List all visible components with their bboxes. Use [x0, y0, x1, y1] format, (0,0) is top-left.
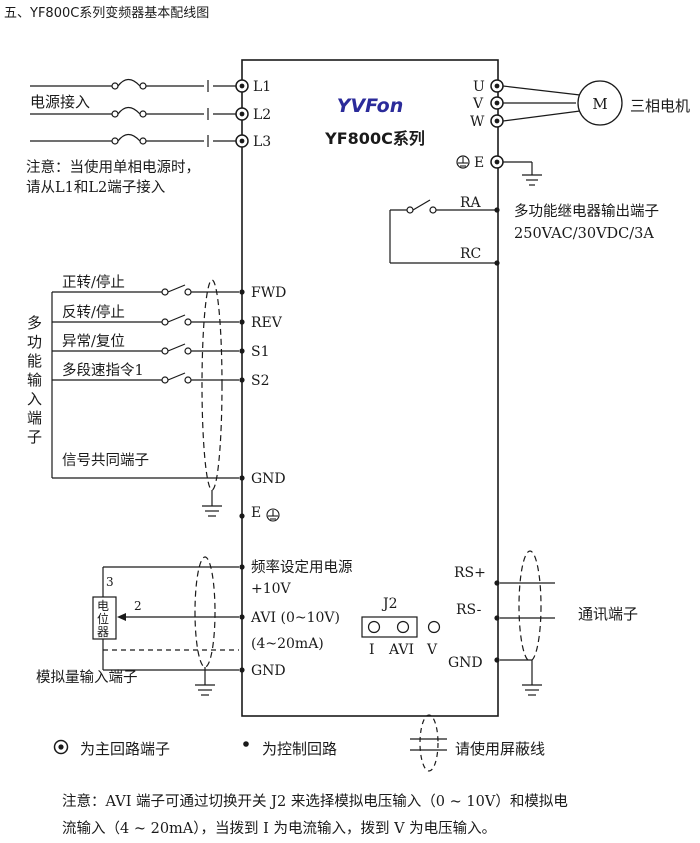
side-label-char-4: 入 — [27, 390, 42, 408]
jumper-pin-i — [367, 620, 381, 634]
jumper-pin-avi — [396, 620, 410, 634]
legend-shielded: 请使用屏蔽线 — [455, 740, 545, 758]
side-label-char-2: 能 — [27, 352, 42, 370]
pot-char-1: 位 — [97, 611, 109, 626]
side-label-char-3: 输 — [27, 371, 42, 389]
pot-pin-3: 3 — [106, 575, 114, 589]
terminal-label-analog-GND: GND — [251, 663, 286, 679]
jumper-label-avi: AVI — [388, 642, 414, 658]
earth-symbol-icon — [266, 508, 280, 522]
main-terminal-L2 — [235, 107, 249, 121]
supply-label-line2: +10V — [251, 581, 292, 597]
comms-terminal-rs-minus — [494, 615, 500, 621]
terminal-label-RS-minus: RS- — [456, 602, 482, 618]
power-input-wiring — [30, 78, 238, 147]
control-terminal-GND — [239, 475, 245, 481]
earth-terminal-top — [456, 155, 542, 186]
side-label-char-1: 功 — [27, 333, 42, 351]
legend-control-circuit: 为控制回路 — [262, 740, 337, 758]
digital-input-label-rev: 反转/停止 — [62, 304, 125, 321]
terminal-label-V: V — [472, 96, 484, 112]
comms-terminal-gnd — [494, 657, 500, 663]
main-terminal-L1 — [235, 79, 249, 93]
analog-input-wiring — [92, 556, 239, 696]
motor-terminal-W — [490, 114, 504, 128]
terminal-label-L3: L3 — [253, 134, 271, 150]
drive-body — [241, 59, 499, 717]
control-terminal-S1 — [239, 348, 245, 354]
side-label-char-0: 多 — [27, 314, 42, 332]
main-terminal-L3 — [235, 134, 249, 148]
terminal-label-L1: L1 — [253, 79, 271, 95]
motor-wiring — [502, 85, 581, 122]
earth-terminal-top-label: E — [474, 155, 484, 171]
terminal-label-RA: RA — [460, 195, 482, 211]
pot-char-0: 电 — [97, 599, 109, 613]
common-terminal-label: 信号共同端子 — [62, 452, 149, 469]
terminal-label-U: U — [473, 79, 485, 95]
power-input-label: 电源接入 — [30, 93, 90, 111]
motor-terminal-V — [490, 96, 504, 110]
motor-label: 三相电机 — [630, 97, 690, 115]
brand-logo: YVFon — [337, 95, 404, 117]
relay-wiring — [389, 199, 496, 264]
motor-symbol — [577, 80, 623, 126]
jumper-label-i: I — [369, 642, 375, 658]
single-phase-note-line1: 注意：当使用单相电源时， — [26, 158, 200, 176]
jumper-label-v: V — [426, 642, 438, 658]
model-name: YF800C系列 — [324, 129, 425, 148]
relay-label-line1: 多功能继电器输出端子 — [514, 203, 659, 220]
footnote-line2: 流输入（4 ~ 20mA），当拨到 I 为电流输入，拨到 V 为电压输入。 — [62, 821, 497, 837]
supply-label-line1: 频率设定用电源 — [251, 559, 353, 576]
relay-terminal-RC — [494, 260, 500, 266]
digital-input-label-s2: 多段速指令1 — [62, 362, 144, 379]
terminal-label-FWD: FWD — [251, 285, 286, 301]
control-terminal-analog-GND — [239, 667, 245, 673]
pot-char-2: 器 — [97, 625, 109, 639]
relay-label-line2: 250VAC/30VDC/3A — [514, 226, 654, 242]
comms-wiring — [500, 550, 555, 696]
digital-input-label-s1: 异常/复位 — [62, 332, 125, 350]
current-range-label: (4~20mA) — [251, 636, 324, 652]
control-terminal-FWD — [239, 289, 245, 295]
terminal-label-comms-GND: GND — [448, 655, 483, 671]
control-terminal-E — [239, 513, 245, 519]
analog-input-label: 模拟量输入端子 — [36, 669, 138, 686]
footnote-line1: 注意：AVI 端子可通过切换开关 J2 来选择模拟电压输入（0 ~ 10V）和模… — [62, 794, 568, 810]
terminal-label-E: E — [251, 505, 261, 521]
control-terminal-S2 — [239, 377, 245, 383]
control-terminal-icon — [243, 741, 249, 747]
jumper-pin-v — [427, 620, 441, 634]
terminal-label-L2: L2 — [253, 107, 271, 123]
terminal-label-S2: S2 — [251, 373, 270, 389]
main-circuit-terminal-icon — [53, 739, 69, 755]
wiper-arrow-icon — [117, 613, 126, 621]
control-terminal-10V — [239, 564, 245, 570]
terminal-label-RS-plus: RS+ — [454, 565, 486, 581]
motor-symbol-letter: M — [592, 95, 607, 113]
jumper-name: J2 — [381, 596, 398, 612]
page-heading: 五、YF800C系列变频器基本配线图 — [4, 6, 210, 21]
terminal-label-RC: RC — [460, 246, 481, 262]
legend-main-circuit: 为主回路端子 — [80, 740, 170, 758]
comms-label: 通讯端子 — [578, 605, 638, 623]
control-terminal-REV — [239, 319, 245, 325]
motor-terminal-U — [490, 79, 504, 93]
digital-input-wiring — [51, 279, 239, 517]
control-terminal-AVI — [239, 614, 245, 620]
terminal-label-W: W — [470, 114, 485, 130]
terminal-label-AVI: AVI (0~10V) — [250, 610, 340, 626]
side-label-char-5: 端 — [27, 409, 42, 427]
digital-input-label-fwd: 正转/停止 — [62, 274, 125, 291]
terminal-label-S1: S1 — [251, 344, 270, 360]
pot-pin-2: 2 — [134, 599, 142, 613]
comms-terminal-rs-plus — [494, 580, 500, 586]
relay-terminal-RA — [494, 207, 500, 213]
side-label-char-6: 子 — [27, 428, 42, 446]
terminal-label-REV: REV — [251, 315, 283, 331]
single-phase-note-line2: 请从L1和L2端子接入 — [26, 179, 165, 196]
terminal-label-GND: GND — [251, 471, 286, 487]
shielded-cable-icon — [410, 714, 447, 772]
